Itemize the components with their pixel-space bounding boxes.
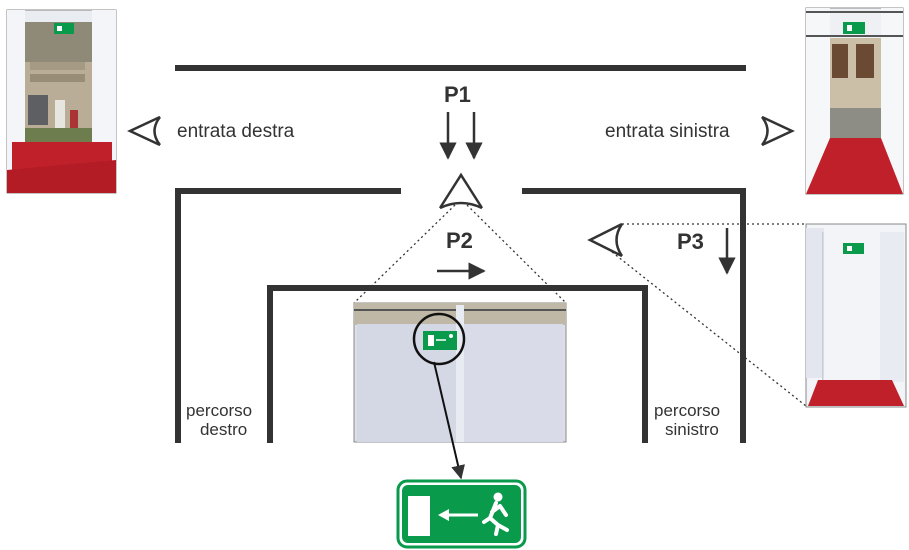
- label-p3: P3: [677, 229, 704, 254]
- magnifier-circle: [412, 312, 466, 366]
- photo-right-entrance: [805, 7, 904, 195]
- label-percorso-sinistro: percorso sinistro: [654, 401, 720, 439]
- outer-wall-left-side: [522, 188, 746, 443]
- outer-wall-right-side: [175, 188, 401, 443]
- inner-wall: [267, 285, 648, 443]
- direction-arrows: [437, 112, 736, 280]
- label-percorso-sinistro-line1: percorso: [654, 401, 721, 420]
- walls: [175, 65, 746, 443]
- photo-left-entrance: [6, 9, 117, 194]
- label-p2: P2: [446, 228, 473, 253]
- photo-p2-view: [353, 302, 567, 443]
- label-percorso-destro-line1: percorso: [186, 401, 253, 420]
- label-percorso-destro: percorso destro: [186, 401, 252, 439]
- label-percorso-sinistro-line2: sinistro: [665, 420, 719, 439]
- label-entrata-destra: entrata destra: [177, 121, 295, 142]
- eye-icon-left-entrance: [127, 115, 162, 147]
- label-entrata-sinistra: entrata sinistra: [605, 121, 730, 142]
- emergency-exit-sign-icon: [396, 479, 527, 549]
- magnifier-pointer: [433, 361, 465, 480]
- label-percorso-destro-line2: destro: [199, 420, 248, 439]
- label-p1: P1: [444, 82, 471, 107]
- eye-icon-right-entrance: [760, 115, 795, 147]
- eye-icon-p3: [587, 222, 624, 258]
- eye-icon-center: [438, 172, 484, 210]
- photo-p3-view: [805, 223, 907, 408]
- view-lines: [353, 204, 807, 407]
